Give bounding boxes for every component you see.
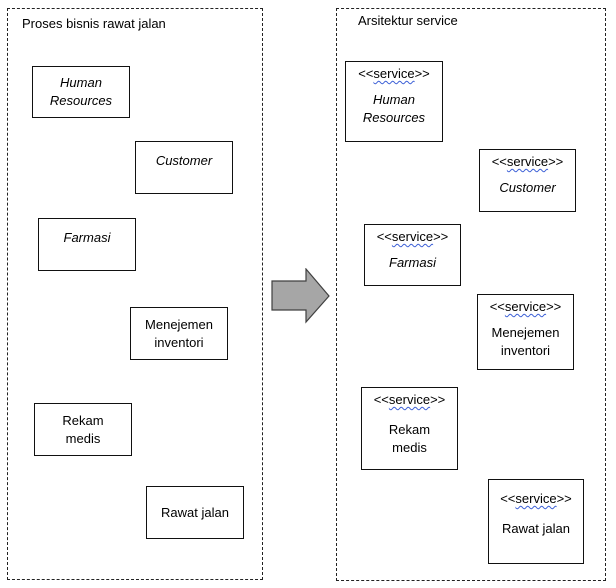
service-stereotype: <<service>> — [489, 299, 562, 314]
process-label: Rawat jalan — [161, 504, 229, 520]
service-architecture-title: Arsitektur service — [358, 13, 458, 28]
service-name: medis — [392, 440, 427, 455]
service-stereotype: <<service>> — [376, 229, 449, 244]
process-box-human-resources: Human Resources — [32, 66, 130, 118]
service-stereotype: <<service>> — [358, 66, 430, 81]
service-box-customer: <<service>> Customer — [479, 149, 576, 212]
service-name: Human — [373, 92, 415, 107]
service-name: Resources — [362, 110, 426, 125]
process-box-medical-records: Rekam medis — [34, 403, 132, 456]
arrow-shape — [271, 268, 330, 324]
process-box-customer: Customer — [135, 141, 233, 194]
service-name: Farmasi — [389, 255, 436, 270]
service-box-medical-records: <<service>> Rekam medis — [361, 387, 458, 470]
process-box-outpatient: Rawat jalan — [146, 486, 244, 539]
service-name: Customer — [499, 180, 556, 195]
process-label: Customer — [155, 153, 213, 168]
process-label: Rekam — [62, 412, 104, 428]
process-label: inventori — [154, 334, 204, 350]
business-process-panel — [7, 8, 263, 580]
process-label: medis — [65, 430, 101, 446]
service-name: Menejemen — [491, 325, 560, 340]
service-box-outpatient: <<service>> Rawat jalan — [488, 479, 584, 564]
process-label: Menejemen — [145, 316, 213, 332]
service-name: inventori — [500, 343, 551, 358]
service-box-farmasi: <<service>> Farmasi — [364, 224, 461, 286]
service-stereotype: <<service>> — [500, 491, 572, 506]
process-label: Farmasi — [63, 230, 111, 245]
right-arrow-icon — [271, 268, 330, 324]
service-architecture-panel — [336, 8, 606, 581]
service-name: Rawat jalan — [502, 521, 570, 536]
service-stereotype: <<service>> — [373, 392, 446, 407]
service-stereotype: <<service>> — [491, 154, 564, 169]
process-box-inventory: Menejemen inventori — [130, 307, 228, 360]
service-box-human-resources: <<service>> Human Resources — [345, 61, 443, 142]
service-name: Rekam — [388, 422, 431, 437]
process-box-farmasi: Farmasi — [38, 218, 136, 271]
process-label: Human — [60, 75, 102, 90]
process-label: Resources — [49, 93, 113, 108]
service-box-inventory: <<service>> Menejemen inventori — [477, 294, 574, 370]
business-process-title: Proses bisnis rawat jalan — [22, 16, 166, 31]
